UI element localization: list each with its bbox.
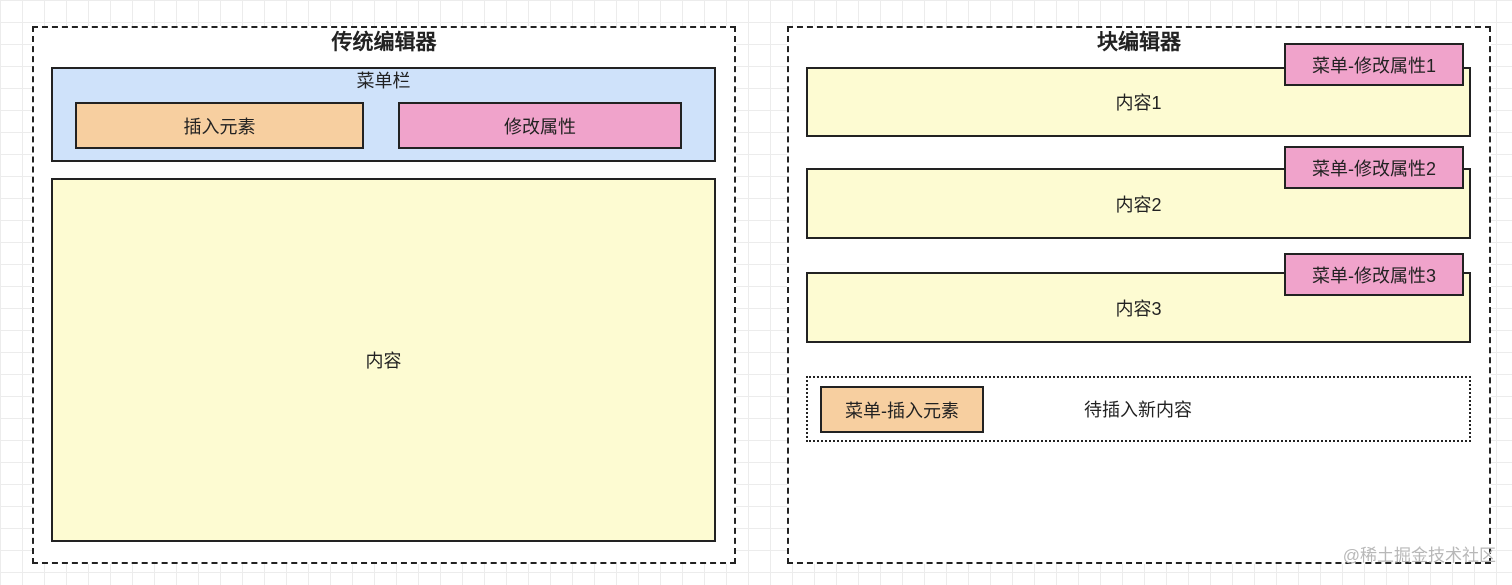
- traditional-editor-title: 传统编辑器: [331, 31, 437, 54]
- menubar-label: 菜单栏: [356, 71, 411, 91]
- block-3-modify-menu[interactable]: 菜单-修改属性3: [1284, 253, 1464, 296]
- block-1-modify-menu[interactable]: 菜单-修改属性1: [1284, 43, 1464, 86]
- insert-element-menu[interactable]: 菜单-插入元素: [820, 386, 984, 433]
- content-area[interactable]: 内容: [51, 178, 716, 542]
- block-editor-title: 块编辑器: [1097, 31, 1181, 54]
- watermark: @稀土掘金技术社区: [1342, 546, 1496, 565]
- pending-insert-label: 待插入新内容: [1084, 400, 1192, 420]
- modify-properties-button[interactable]: 修改属性: [398, 102, 682, 149]
- block-2-modify-menu[interactable]: 菜单-修改属性2: [1284, 146, 1464, 189]
- insert-element-button[interactable]: 插入元素: [75, 102, 364, 149]
